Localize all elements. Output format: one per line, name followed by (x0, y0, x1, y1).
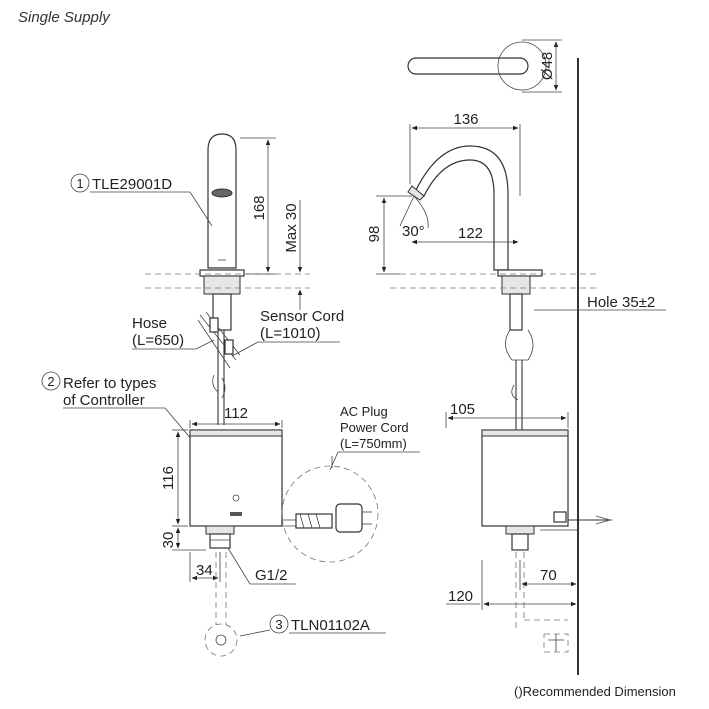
dim-angle: 30° (402, 223, 425, 240)
part2-line2: of Controller (63, 392, 145, 409)
dim-max-deck: Max 30 (283, 203, 300, 252)
drawing-title: Single Supply (18, 9, 111, 26)
dim-diameter: Ø48 (539, 52, 556, 80)
ac-plug-label-2: Power Cord (340, 420, 409, 435)
dim-fitting-offset: 34 (196, 562, 213, 579)
part2-line1: Refer to types (63, 375, 156, 392)
dim-outlet-offset: 122 (458, 225, 483, 242)
part1-number: 1 (76, 176, 83, 191)
sensor-cord-label-2: (L=1010) (260, 325, 320, 342)
dim-box-depth: 105 (450, 401, 475, 418)
faucet-top-view (407, 57, 529, 75)
thread-label: G1/2 (255, 567, 288, 584)
dim-box-width: 112 (224, 405, 248, 422)
dim-wall-offset: 70 (540, 567, 557, 584)
sensor-window-icon (211, 188, 233, 198)
part1-label: TLE29001D (92, 176, 172, 193)
ac-plug-label-1: AC Plug (340, 404, 388, 419)
dim-reach: 136 (453, 111, 478, 128)
part3-number: 3 (275, 617, 282, 632)
dim-fitting-height: 30 (160, 532, 177, 549)
dim-spout-height: 168 (251, 195, 268, 220)
side-view: Ø48 136 30° 122 98 Hole 35±2 (366, 39, 666, 675)
ac-plug-label-3: (L=750mm) (340, 436, 407, 451)
faucet-base-front (199, 269, 245, 277)
faucet-spout-front (207, 133, 237, 269)
hose-label-2: (L=650) (132, 332, 184, 349)
faucet-spout-side (415, 145, 509, 271)
hose-label-1: Hose (132, 315, 167, 332)
dim-wall-to-valve: 120 (448, 588, 473, 605)
dim-outlet-height: 98 (366, 226, 383, 243)
dim-box-height: 116 (160, 466, 177, 490)
hole-label: Hole 35±2 (587, 294, 655, 311)
part3-label: TLN01102A (291, 617, 370, 634)
controller-box-front (189, 429, 283, 527)
sensor-cord-label-1: Sensor Cord (260, 308, 344, 325)
part2-number: 2 (47, 374, 54, 389)
front-view: 168 Max 30 1 TLE29001D Hose (L=650) Sens… (41, 133, 420, 657)
footnote: ()Recommended Dimension (514, 684, 676, 699)
